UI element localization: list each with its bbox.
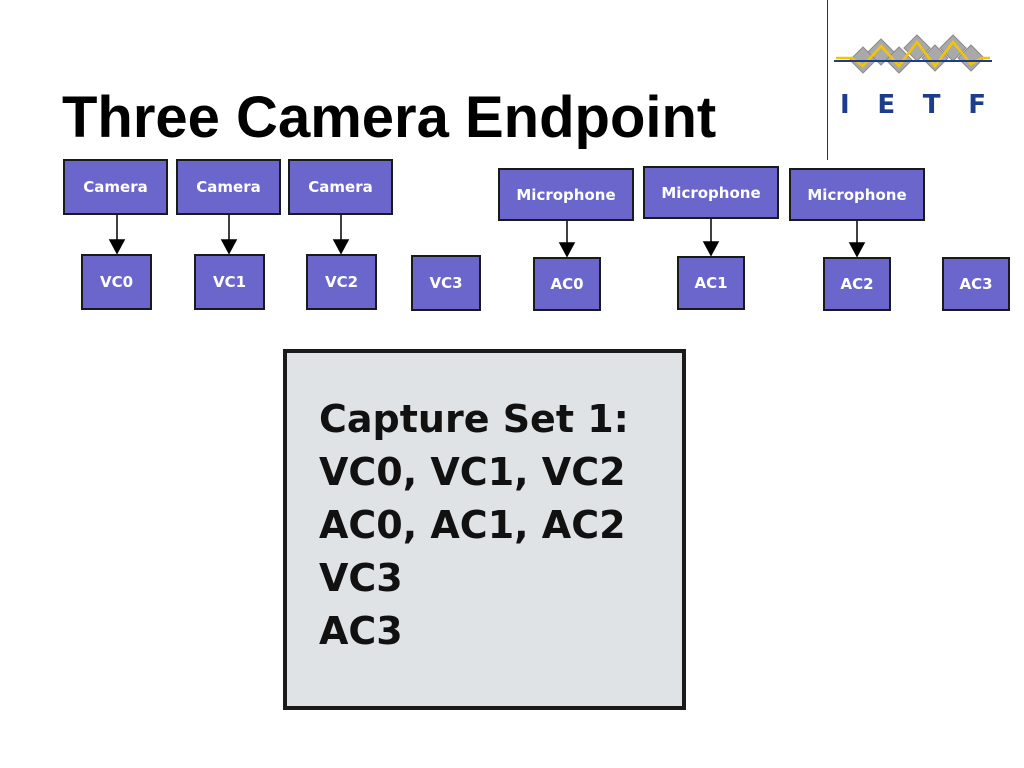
camera-box-1: Camera [63, 159, 168, 215]
header-divider [827, 0, 828, 160]
microphone-box-1: Microphone [498, 168, 634, 221]
camera-box-2: Camera [176, 159, 281, 215]
logo-letter-t: T [922, 90, 941, 120]
audio-capture-ac0: AC0 [533, 257, 601, 311]
ietf-logo: I E T F [832, 28, 994, 128]
logo-letter-i: I [840, 90, 850, 120]
ietf-logo-letters: I E T F [832, 90, 994, 120]
audio-capture-ac3: AC3 [942, 257, 1010, 311]
arrowhead-camera1-vc0 [108, 239, 126, 255]
capture-set-audio-row: AC0, AC1, AC2 [319, 503, 626, 547]
arrowhead-camera3-vc2 [332, 239, 350, 255]
capture-set-panel: Capture Set 1: VC0, VC1, VC2 AC0, AC1, A… [283, 349, 686, 710]
arrowhead-mic2-ac1 [702, 241, 720, 257]
camera-box-3: Camera [288, 159, 393, 215]
arrowhead-mic1-ac0 [558, 242, 576, 258]
logo-letter-f: F [968, 90, 986, 120]
microphone-box-2: Microphone [643, 166, 779, 219]
microphone-box-3: Microphone [789, 168, 925, 221]
ietf-logo-diamonds [834, 34, 992, 74]
video-capture-vc3: VC3 [411, 255, 481, 311]
video-capture-vc1: VC1 [194, 254, 265, 310]
video-capture-vc2: VC2 [306, 254, 377, 310]
logo-letter-e: E [877, 90, 896, 120]
capture-set-heading: Capture Set 1: [319, 397, 629, 441]
arrowhead-camera2-vc1 [220, 239, 238, 255]
slide-title: Three Camera Endpoint [62, 85, 717, 150]
video-capture-vc0: VC0 [81, 254, 152, 310]
capture-set-ac3-row: AC3 [319, 609, 403, 653]
arrowhead-mic3-ac2 [848, 242, 866, 258]
capture-set-vc3-row: VC3 [319, 556, 403, 600]
audio-capture-ac2: AC2 [823, 257, 891, 311]
audio-capture-ac1: AC1 [677, 256, 745, 310]
capture-set-video-row: VC0, VC1, VC2 [319, 450, 626, 494]
